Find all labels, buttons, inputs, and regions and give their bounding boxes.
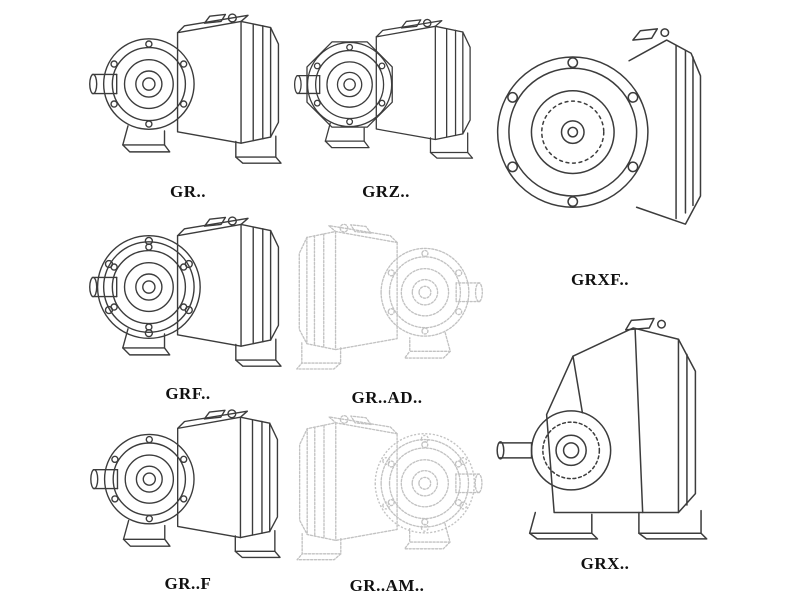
gearbox-drawing-gr [88,2,288,180]
figure-grx: GRX.. [492,296,718,574]
gearbox-drawing-grf [88,206,288,382]
figure-label-grz: GRZ.. [362,182,410,201]
figure-label-grx: GRX.. [580,554,630,573]
figure-grf: GRF.. [88,206,288,404]
gearbox-drawing-grz [293,2,479,180]
figure-grf-foot: GR..F [88,400,288,594]
figure-gram: GR..AM.. [290,406,484,596]
figure-grad: GR..AD.. [290,212,484,408]
figure-label-grf-foot: GR..F [164,574,212,593]
figure-grxf: GRXF.. [492,0,708,290]
gearbox-drawing-gram [290,406,484,574]
figure-label-grad: GR..AD.. [351,388,423,407]
figure-label-gram: GR..AM.. [349,576,425,595]
figure-label-grf: GRF.. [165,384,211,403]
gearbox-drawing-grad [290,212,484,386]
figure-label-gr: GR.. [170,182,206,201]
gearbox-drawing-grx [492,296,718,552]
figure-grz: GRZ.. [293,2,479,202]
gearbox-drawing-grxf [492,0,708,268]
gearbox-drawing-grf-foot [88,400,288,572]
figure-gr: GR.. [88,2,288,202]
figure-label-grxf: GRXF.. [570,270,630,289]
